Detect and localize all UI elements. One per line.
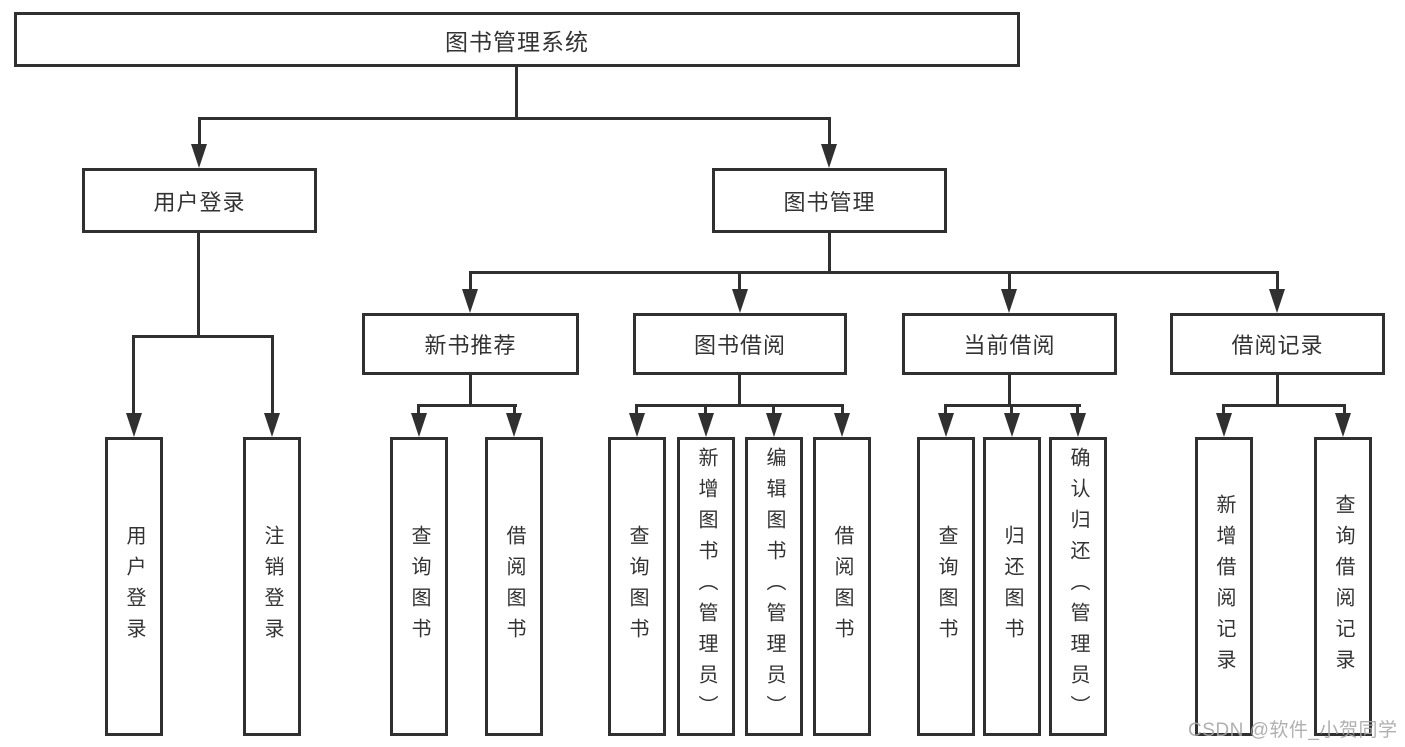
connector-book-borrow-leaf1-drop <box>635 404 638 417</box>
node-label: 借阅图书 <box>503 524 525 649</box>
arrowhead-user-login-leaf1 <box>126 413 142 437</box>
connector-book-mgmt-stem <box>828 233 831 273</box>
node-label: 查询借阅记录 <box>1332 493 1354 680</box>
arrowhead-borrow-records-leaf1 <box>1216 413 1232 437</box>
leaf-borrow-books-1: 借阅图书 <box>485 437 543 736</box>
leaf-return-books: 归还图书 <box>983 437 1041 736</box>
node-current-borrowing: 当前借阅 <box>902 313 1117 375</box>
node-library-system: 图书管理系统 <box>14 12 1020 67</box>
arrowhead-book-borrow-leaf4 <box>834 413 850 437</box>
connector-level1-horizontal <box>198 117 831 120</box>
node-label: 借阅记录 <box>1231 333 1324 358</box>
node-label: 新增图书（管理员） <box>695 447 717 726</box>
arrowhead-current-borrow <box>1001 289 1017 313</box>
node-label: 编辑图书（管理员） <box>763 447 785 726</box>
connector-root-stem <box>515 65 518 120</box>
arrowhead-current-borrow-leaf2 <box>1004 413 1020 437</box>
connector-current-borrow-leaf2-drop <box>1010 404 1013 417</box>
node-label: 归还图书 <box>1001 524 1023 649</box>
connector-book-borrow-stem <box>738 375 741 407</box>
leaf-edit-books-admin: 编辑图书（管理员） <box>745 437 803 736</box>
node-label: 确认归还（管理员） <box>1067 447 1089 726</box>
connector-current-borrow-stem <box>1008 375 1011 407</box>
leaf-user-login: 用户登录 <box>105 437 163 736</box>
connector-new-books-leaf1-drop <box>417 404 420 417</box>
connector-book-borrow-leaf4-drop <box>841 404 844 417</box>
connector-borrow-records-drop <box>1276 271 1279 293</box>
connector-book-borrow-leaf3-drop <box>772 404 775 417</box>
connector-borrow-records-stem <box>1276 375 1279 407</box>
connector-new-books-drop <box>469 271 472 293</box>
node-label: 查询图书 <box>935 524 957 649</box>
arrowhead-new-books-leaf1 <box>411 413 427 437</box>
arrowhead-book-borrow-leaf2 <box>698 413 714 437</box>
node-label: 图书管理 <box>783 189 876 215</box>
arrowhead-new-books-leaf2 <box>506 413 522 437</box>
connector-user-login-leaf1-drop <box>132 335 135 417</box>
node-label: 用户登录 <box>123 524 145 649</box>
leaf-borrow-books-2: 借阅图书 <box>813 437 871 736</box>
connector-book-borrow-horizontal <box>635 404 844 407</box>
arrowhead-user-login <box>191 144 207 168</box>
node-new-book-recommend: 新书推荐 <box>362 313 579 375</box>
node-user-login: 用户登录 <box>82 168 317 233</box>
node-label: 图书管理系统 <box>445 28 589 55</box>
node-label: 查询图书 <box>408 524 430 649</box>
arrowhead-current-borrow-leaf3 <box>1070 413 1086 437</box>
connector-new-books-horizontal <box>417 404 517 407</box>
connector-borrow-records-horizontal <box>1222 404 1346 407</box>
node-label: 新增借阅记录 <box>1213 493 1235 680</box>
arrowhead-new-books <box>462 289 478 313</box>
node-label: 用户登录 <box>153 189 246 215</box>
connector-book-mgmt-drop <box>828 117 831 147</box>
arrowhead-book-borrow <box>732 289 748 313</box>
arrowhead-borrow-records-leaf2 <box>1335 413 1351 437</box>
arrowhead-current-borrow-leaf1 <box>938 413 954 437</box>
node-book-management: 图书管理 <box>712 168 947 233</box>
connector-user-login-leaf2-drop <box>271 335 274 417</box>
connector-new-books-leaf2-drop <box>513 404 516 417</box>
leaf-logout: 注销登录 <box>243 437 301 736</box>
connector-user-login-stem <box>197 233 200 337</box>
leaf-query-books-1: 查询图书 <box>390 437 448 736</box>
connector-user-login-horizontal <box>132 335 274 338</box>
leaf-query-books-2: 查询图书 <box>608 437 666 736</box>
csdn-watermark: CSDN @软件_小贺同学 <box>1188 720 1398 741</box>
connector-new-books-stem <box>469 375 472 407</box>
leaf-query-borrow-record: 查询借阅记录 <box>1314 437 1372 736</box>
node-label: 借阅图书 <box>831 524 853 649</box>
arrowhead-user-login-leaf2 <box>264 413 280 437</box>
arrowhead-book-borrow-leaf3 <box>766 413 782 437</box>
node-label: 新书推荐 <box>424 333 517 358</box>
leaf-confirm-return-admin: 确认归还（管理员） <box>1049 437 1107 736</box>
connector-current-borrow-leaf3-drop <box>1076 404 1079 417</box>
node-label: 当前借阅 <box>963 333 1056 358</box>
connector-level2-horizontal <box>469 271 1279 274</box>
connector-current-borrow-drop <box>1008 271 1011 293</box>
connector-book-borrow-leaf2-drop <box>704 404 707 417</box>
leaf-query-books-3: 查询图书 <box>917 437 975 736</box>
node-borrowing-records: 借阅记录 <box>1170 313 1385 375</box>
arrowhead-borrow-records <box>1269 289 1285 313</box>
connector-borrow-records-leaf2-drop <box>1343 404 1346 417</box>
node-label: 注销登录 <box>261 524 283 649</box>
connector-book-borrow-drop <box>738 271 741 293</box>
node-label: 图书借阅 <box>693 333 786 358</box>
node-label: 查询图书 <box>626 524 648 649</box>
connector-user-login-drop <box>198 117 201 147</box>
arrowhead-book-mgmt <box>821 144 837 168</box>
leaf-add-borrow-record: 新增借阅记录 <box>1195 437 1253 736</box>
leaf-add-books-admin: 新增图书（管理员） <box>677 437 735 736</box>
arrowhead-book-borrow-leaf1 <box>629 413 645 437</box>
connector-borrow-records-leaf1-drop <box>1222 404 1225 417</box>
connector-current-borrow-leaf1-drop <box>944 404 947 417</box>
node-book-borrowing: 图书借阅 <box>633 313 847 375</box>
